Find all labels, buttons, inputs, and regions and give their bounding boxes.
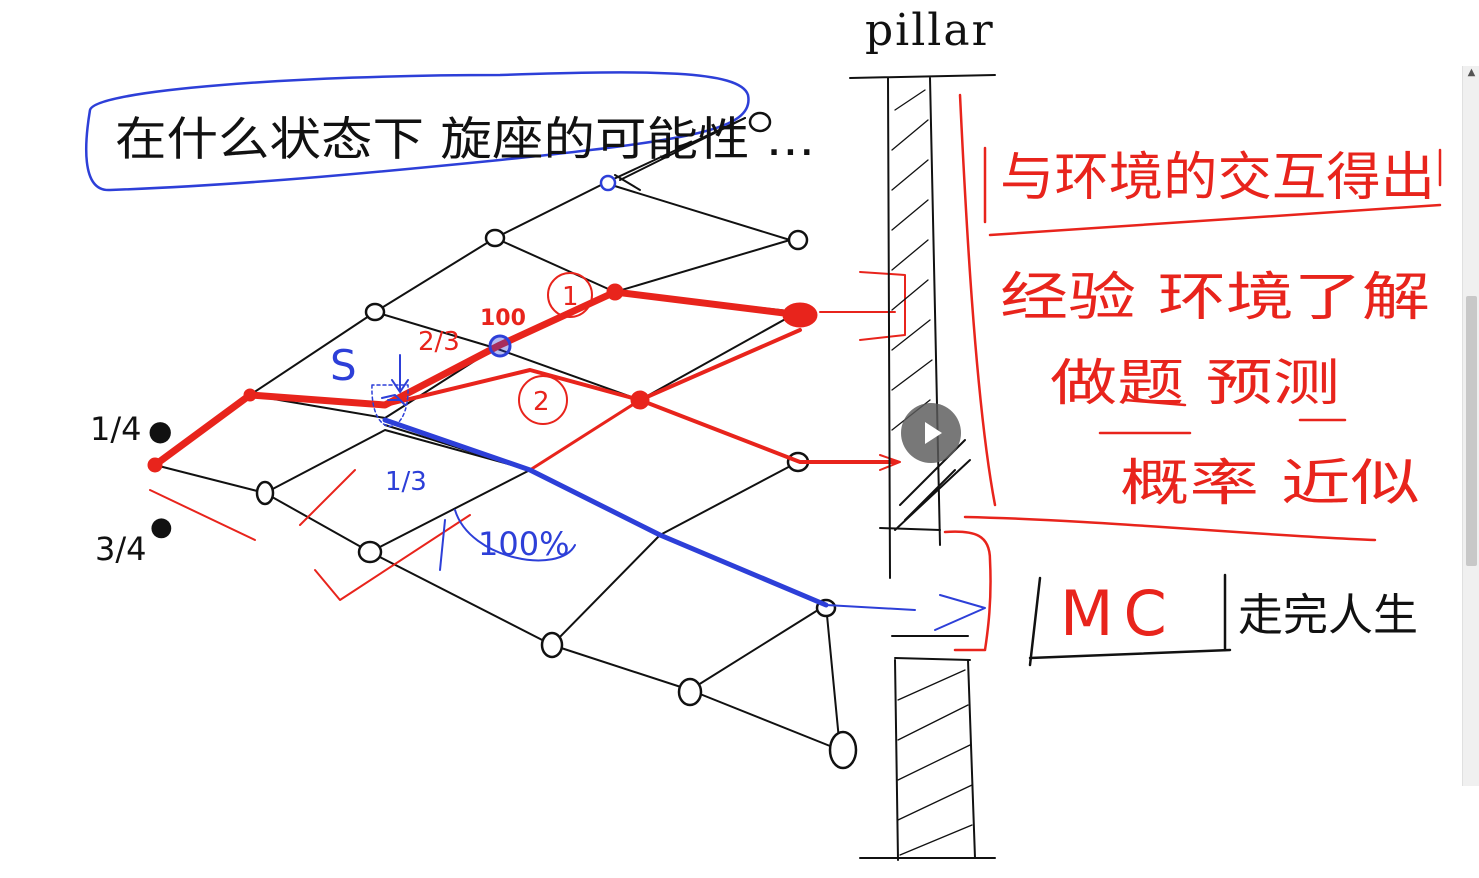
- path-red: [147, 271, 906, 601]
- lattice-black: [154, 117, 841, 751]
- left-circle-top: ●: [148, 414, 172, 447]
- pillar: [849, 74, 996, 861]
- circle-one: 1: [562, 282, 579, 312]
- scrollbar-thumb[interactable]: [1466, 296, 1477, 566]
- mc-box: [1028, 573, 1232, 667]
- right-notes-frame: [943, 93, 1442, 652]
- play-icon: [925, 422, 942, 444]
- right-heading: 与环境的交互得出: [1000, 148, 1435, 208]
- right-line3: 概率 近似: [1120, 454, 1420, 512]
- scroll-up-icon[interactable]: ▲: [1467, 67, 1476, 78]
- right-line1: 经验 环境了解: [1000, 268, 1430, 328]
- left-fraction-bottom: 3/4: [95, 530, 147, 568]
- left-circle-bottom: ●: [150, 512, 173, 542]
- node-label-s: S: [330, 341, 357, 390]
- play-button[interactable]: [901, 403, 961, 463]
- label-100-bottom: 100%: [478, 525, 569, 563]
- mc-box-label: MC: [1060, 577, 1177, 650]
- lattice-nodes: [255, 111, 858, 770]
- path-blue: [371, 174, 986, 631]
- title-note: 在什么状态下 旋座的可能性 ...: [115, 112, 815, 166]
- title-bubble: [84, 71, 750, 192]
- vertical-scrollbar[interactable]: ▲: [1462, 66, 1479, 786]
- fraction-two-thirds: 2/3: [418, 327, 460, 357]
- right-line2: 做题 预测: [1050, 354, 1340, 412]
- label-100-top: 100: [480, 306, 526, 331]
- mc-suffix: 走完人生: [1238, 590, 1418, 641]
- circle-two: 2: [533, 387, 550, 417]
- fraction-one-third: 1/3: [385, 467, 427, 497]
- left-fraction-top: 1/4: [90, 410, 142, 448]
- pillar-label: pillar: [865, 5, 995, 56]
